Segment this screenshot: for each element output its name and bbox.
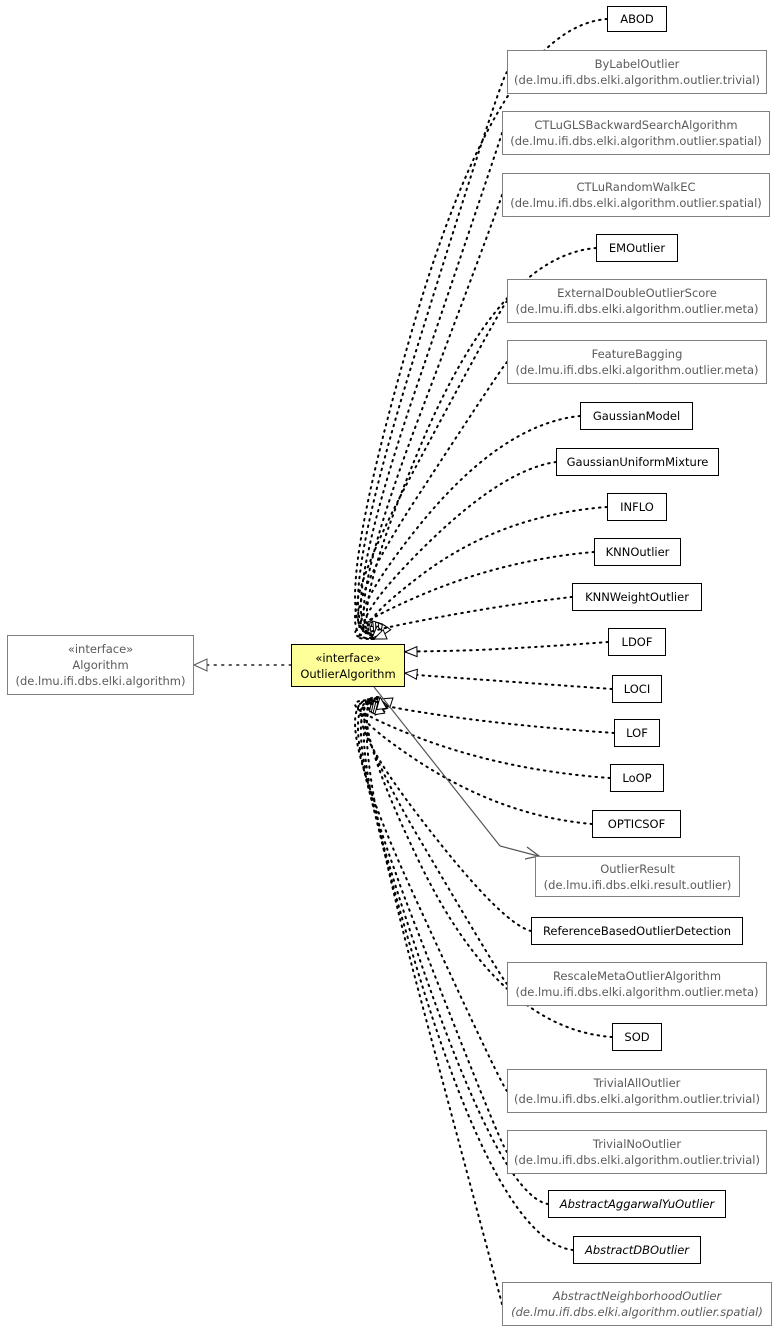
class-box-opticsof[interactable]: OPTICSOF xyxy=(592,810,681,838)
class-name: ExternalDoubleOutlierScore xyxy=(557,286,717,300)
realization-edge xyxy=(359,700,549,1205)
realization-edge xyxy=(362,194,503,638)
parent-package: (de.lmu.ifi.dbs.elki.algorithm) xyxy=(15,674,186,688)
class-box-bylabeloutlier[interactable]: ByLabelOutlier (de.lmu.ifi.dbs.elki.algor… xyxy=(507,50,767,94)
class-name: GaussianUniformMixture xyxy=(566,455,709,469)
realization-edge xyxy=(365,696,503,1305)
realization-edge xyxy=(365,698,615,734)
realization-arrowhead xyxy=(403,668,419,681)
class-name: ByLabelOutlier xyxy=(594,57,680,71)
class-box-rescalemetaoutlieralgorithm[interactable]: RescaleMetaOutlierAlgorithm (de.lmu.ifi.d… xyxy=(507,962,767,1006)
central-stereotype: «interface» xyxy=(315,650,381,665)
class-box-abstractaggarwalyuoutlier[interactable]: AbstractAggarwalYuOutlier xyxy=(548,1190,726,1218)
parent-stereotype: «interface» xyxy=(67,642,134,656)
realization-edge xyxy=(360,415,581,636)
class-box-abod[interactable]: ABOD xyxy=(607,6,667,32)
realization-edge xyxy=(359,132,503,637)
class-name: RescaleMetaOutlierAlgorithm xyxy=(552,969,722,983)
realization-edge xyxy=(357,71,508,636)
class-package: (de.lmu.ifi.dbs.elki.algorithm.outlier.s… xyxy=(510,196,762,210)
class-box-ctluglsbackwardsearchalgorithm[interactable]: CTLuGLSBackwardSearchAlgorithm (de.lmu.if… xyxy=(502,111,770,155)
parent-interface-box[interactable]: «interface» Algorithm (de.lmu.ifi.dbs.el… xyxy=(7,635,194,695)
class-box-inflo[interactable]: INFLO xyxy=(607,493,667,521)
realization-edge xyxy=(360,701,532,932)
realization-edge xyxy=(365,506,608,638)
class-box-gaussianuniformmixture[interactable]: GaussianUniformMixture xyxy=(556,448,719,476)
class-name: CTLuGLSBackwardSearchAlgorithm xyxy=(534,118,738,132)
class-name: AbstractNeighborhoodOutlier xyxy=(552,1289,722,1303)
class-box-externaldoubleoutlierscore[interactable]: ExternalDoubleOutlierScore (de.lmu.ifi.db… xyxy=(507,279,767,323)
class-box-knnweightoutlier[interactable]: KNNWeightOutlier xyxy=(572,583,702,611)
parent-arrowhead xyxy=(192,658,208,672)
class-name: GaussianModel xyxy=(592,409,681,423)
class-name: AbstractAggarwalYuOutlier xyxy=(559,1197,715,1211)
association-target-box[interactable]: OutlierResult (de.lmu.ifi.dbs.elki.resul… xyxy=(535,856,740,897)
class-name: TrivialAllOutlier xyxy=(593,1076,681,1090)
class-box-trivialalloutlier[interactable]: TrivialAllOutlier (de.lmu.ifi.dbs.elki.al… xyxy=(507,1069,767,1113)
class-box-trivialnooutlier[interactable]: TrivialNoOutlier (de.lmu.ifi.dbs.elki.alg… xyxy=(507,1130,767,1174)
realization-edge xyxy=(354,300,508,640)
class-name: LOCI xyxy=(623,682,651,696)
realization-edge xyxy=(354,698,508,1092)
class-package: (de.lmu.ifi.dbs.elki.algorithm.outlier.t… xyxy=(514,1092,760,1106)
class-name: KNNWeightOutlier xyxy=(585,590,689,604)
class-package: (de.lmu.ifi.dbs.elki.algorithm.outlier.m… xyxy=(515,985,759,999)
class-box-referencebasedoutlierdetection[interactable]: ReferenceBasedOutlierDetection xyxy=(531,917,743,945)
class-name: AbstractDBOutlier xyxy=(584,1243,690,1257)
class-name: ReferenceBasedOutlierDetection xyxy=(542,924,732,938)
class-box-lof[interactable]: LOF xyxy=(614,719,660,747)
realization-arrowhead xyxy=(375,695,388,711)
class-name: EMOutlier xyxy=(608,241,666,255)
realization-edge xyxy=(362,696,508,985)
realization-arrowhead xyxy=(403,645,418,658)
class-box-featurebagging[interactable]: FeatureBagging (de.lmu.ifi.dbs.elki.algor… xyxy=(507,340,767,384)
class-name: KNNOutlier xyxy=(605,545,670,559)
realization-edge xyxy=(354,699,611,779)
realization-edge xyxy=(356,596,573,640)
class-box-loci[interactable]: LOCI xyxy=(612,675,662,703)
realization-edge xyxy=(365,247,597,639)
realization-edge xyxy=(357,700,593,825)
class-name: SOD xyxy=(624,1030,650,1044)
class-box-ldof[interactable]: LDOF xyxy=(608,628,666,656)
association-package: (de.lmu.ifi.dbs.elki.result.outlier) xyxy=(543,877,732,892)
realization-arrowhead xyxy=(372,628,388,640)
association-name: OutlierResult xyxy=(600,861,675,876)
realization-edge xyxy=(356,699,508,1153)
realization-edge xyxy=(400,641,609,653)
class-box-ctlurandomwalkec[interactable]: CTLuRandomWalkEC (de.lmu.ifi.dbs.elki.alg… xyxy=(502,173,770,217)
class-box-sod[interactable]: SOD xyxy=(612,1023,662,1051)
class-name: FeatureBagging xyxy=(591,347,683,361)
class-name: ABOD xyxy=(620,12,654,26)
class-box-knnoutlier[interactable]: KNNOutlier xyxy=(594,538,681,566)
class-name: TrivialNoOutlier xyxy=(592,1137,682,1151)
class-package: (de.lmu.ifi.dbs.elki.algorithm.outlier.s… xyxy=(510,134,762,148)
class-box-loop[interactable]: LoOP xyxy=(610,764,664,792)
class-package: (de.lmu.ifi.dbs.elki.algorithm.outlier.m… xyxy=(515,302,759,316)
class-box-abstractdboutlier[interactable]: AbstractDBOutlier xyxy=(573,1236,701,1264)
class-package: (de.lmu.ifi.dbs.elki.algorithm.outlier.t… xyxy=(514,73,760,87)
realization-edge xyxy=(400,672,613,690)
class-name: LoOP xyxy=(622,771,652,785)
central-name: OutlierAlgorithm xyxy=(300,666,396,681)
class-name: CTLuRandomWalkEC xyxy=(576,180,696,194)
class-box-abstractneighborhoodoutlier[interactable]: AbstractNeighborhoodOutlier (de.lmu.ifi.d… xyxy=(502,1282,772,1326)
class-name: OPTICSOF xyxy=(607,817,666,831)
class-name: INFLO xyxy=(620,500,654,514)
class-package: (de.lmu.ifi.dbs.elki.algorithm.outlier.t… xyxy=(514,1153,760,1167)
class-package: (de.lmu.ifi.dbs.elki.algorithm.outlier.s… xyxy=(511,1305,763,1319)
central-interface-box[interactable]: «interface» OutlierAlgorithm xyxy=(291,644,405,687)
class-package: (de.lmu.ifi.dbs.elki.algorithm.outlier.m… xyxy=(515,363,759,377)
association-edge xyxy=(373,686,539,857)
parent-name: Algorithm xyxy=(72,658,129,672)
realization-edge xyxy=(356,361,508,635)
class-name: LOF xyxy=(626,726,648,740)
realization-edge xyxy=(362,461,557,637)
class-box-gaussianmodel[interactable]: GaussianModel xyxy=(580,402,693,430)
class-box-emoutlier[interactable]: EMOutlier xyxy=(596,234,678,262)
class-name: LDOF xyxy=(621,635,653,649)
realization-edge xyxy=(354,551,595,639)
